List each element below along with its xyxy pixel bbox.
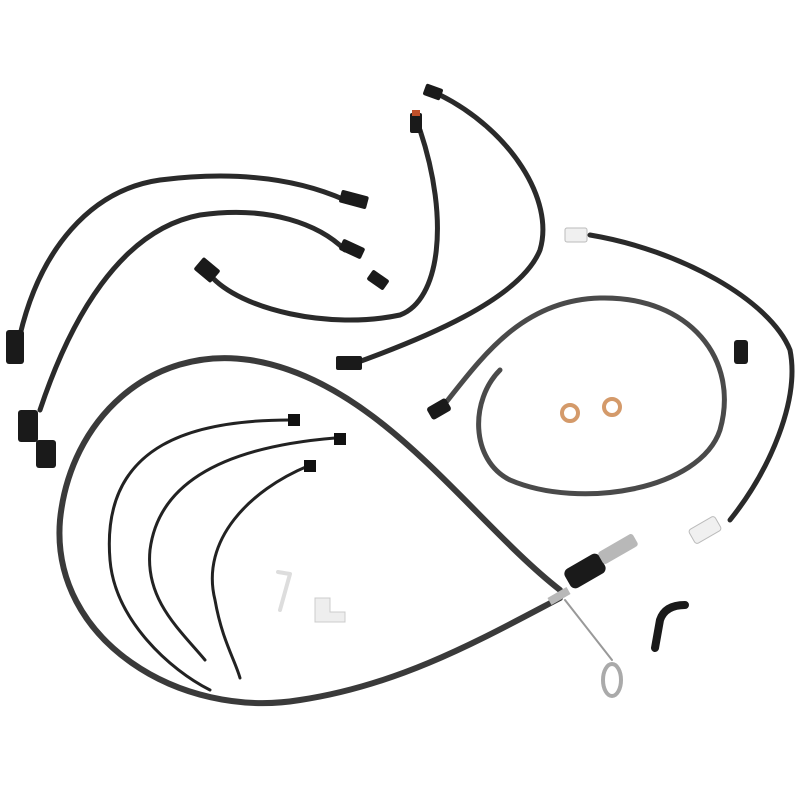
harness-right (587, 232, 795, 523)
harness-middle-1 (207, 127, 440, 323)
harness-upper-left-2 (37, 209, 348, 413)
zip-tie-1 (107, 418, 292, 692)
connector (410, 113, 422, 133)
cable-end-eyelet (601, 662, 623, 698)
harness-upper-left-1 (17, 173, 348, 338)
clutch-cable-adjuster (547, 534, 638, 605)
connector (18, 410, 38, 442)
connector (423, 83, 443, 101)
zip-tie-2 (148, 436, 337, 662)
clutch-cable-inner-wire (564, 599, 613, 661)
white-connector (688, 516, 722, 544)
zip-tie-3 (210, 464, 310, 680)
connector (367, 270, 389, 290)
connector (194, 257, 220, 283)
clutch-cable-loop (56, 355, 563, 707)
zip-tie-head (288, 414, 300, 426)
connector-accent (412, 110, 420, 116)
white-connector (564, 227, 588, 243)
connector (336, 356, 362, 370)
copper-washer (560, 403, 580, 423)
copper-washer (602, 397, 622, 417)
white-clip (314, 597, 346, 623)
hex-key (276, 570, 292, 612)
harness-middle-2 (347, 92, 546, 368)
zip-tie-head (304, 460, 316, 472)
banjo-fitting (427, 398, 451, 420)
zip-tie-head (334, 433, 346, 445)
brake-line-loop (437, 295, 727, 497)
connector (36, 440, 56, 468)
connector (339, 190, 369, 209)
elbow-fitting (651, 601, 689, 652)
connector (6, 330, 24, 364)
banjo-fitting (734, 340, 748, 364)
connector (339, 239, 365, 259)
